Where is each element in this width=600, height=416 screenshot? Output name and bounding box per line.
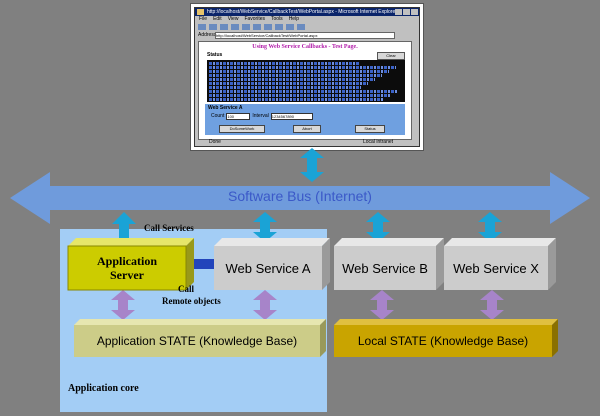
print-icon: [297, 24, 305, 30]
app-state-box: [74, 325, 320, 357]
status-textarea: [207, 60, 405, 102]
menu-help: Help: [288, 16, 299, 22]
minimize-icon: [395, 9, 402, 15]
ws-x-box: [444, 246, 548, 290]
search-icon: [253, 24, 261, 30]
web-service-a-panel: Web Service A Count 100 Interval 1234567…: [205, 104, 405, 135]
count-field: 100: [226, 113, 251, 120]
status-output-line: [209, 98, 384, 101]
history-icon: [275, 24, 283, 30]
web-service-a-title: Web Service A: [208, 105, 243, 111]
app-server-label: Application Server: [96, 254, 157, 282]
app-state-box-side: [320, 319, 326, 357]
status-output-line: [209, 78, 375, 81]
status-output-line: [209, 74, 382, 77]
close-icon: [411, 9, 418, 15]
browser-statusbar: Done Local intranet: [195, 138, 419, 146]
status-button: Status: [355, 125, 385, 133]
statusbar-done: Done: [209, 139, 221, 145]
refresh-icon: [231, 24, 239, 30]
ie-icon: [197, 9, 204, 15]
window-controls: [395, 9, 418, 15]
ws-a-box-side: [322, 238, 330, 290]
local-state-box: [334, 325, 552, 357]
call-annotation: Call: [178, 284, 195, 294]
statusbar-zone: Local intranet: [363, 139, 394, 145]
status-output-line: [209, 66, 396, 69]
app-state-box-top: [74, 319, 326, 325]
software-bus-arrow: [10, 172, 590, 224]
app-state-label: Application STATE (Knowledge Base): [96, 334, 298, 348]
browser-titlebar: http://localhost/WebService/CallbackTest…: [195, 8, 419, 16]
arrow-bus-ws-x: [478, 212, 502, 242]
ws-b-box-top: [334, 238, 444, 246]
forward-icon: [209, 24, 217, 30]
arrow-ws-b-state: [370, 290, 394, 320]
page-title: Using Web Service Callbacks - Test Page.: [252, 44, 358, 50]
menu-tools: Tools: [271, 16, 283, 22]
address-bar: Address http://localhost/WebService/Call…: [195, 31, 419, 39]
arrow-call-services: [112, 212, 136, 244]
ws-x-box-top: [444, 238, 556, 246]
arrow-screen-bus: [300, 148, 324, 182]
status-output-line: [209, 90, 398, 93]
ws-x-box-side: [548, 238, 556, 290]
app-server-box: [67, 245, 187, 291]
arrow-ws-x-state: [480, 290, 504, 320]
interval-field: 1234567890: [270, 113, 313, 120]
menu-favorites: Favorites: [244, 16, 265, 22]
menu-view: View: [227, 16, 239, 22]
call-services-annotation: Call Services: [144, 223, 194, 233]
menu-edit: Edit: [213, 16, 222, 22]
stop-icon: [220, 24, 228, 30]
browser-toolbar: [195, 23, 419, 31]
status-output-line: [209, 70, 389, 73]
arrow-bus-ws-a: [253, 212, 277, 242]
favorites-icon: [264, 24, 272, 30]
remote-objects-annotation: Remote objects: [162, 296, 221, 306]
status-output-line: [209, 82, 368, 85]
interval-label: Interval: [252, 113, 269, 119]
do-some-work-button: DoSomeWork: [219, 125, 265, 133]
ws-b-label: Web Service B: [342, 260, 428, 276]
clear-button: Clear: [377, 52, 405, 60]
local-state-label: Local STATE (Knowledge Base): [357, 334, 529, 348]
address-label: Address: [198, 32, 217, 38]
screenshot-frame: http://localhost/WebService/CallbackTest…: [190, 3, 424, 151]
web-page: Using Web Service Callbacks - Test Page.…: [198, 41, 412, 140]
arrow-bus-ws-b: [366, 212, 390, 242]
arrow-server-state: [111, 290, 135, 320]
local-state-box-side: [552, 319, 558, 357]
menu-file: File: [199, 16, 208, 22]
mail-icon: [286, 24, 294, 30]
browser-menubar: File Edit View Favorites Tools Help: [195, 16, 419, 23]
ws-a-box: [214, 246, 322, 290]
app-server-box-top: [68, 238, 194, 246]
arrow-ws-a-state: [253, 290, 277, 320]
ws-b-box-side: [436, 238, 444, 290]
browser-title: http://localhost/WebService/CallbackTest…: [207, 9, 397, 15]
address-field: http://localhost/WebService/CallbackTest…: [215, 32, 395, 39]
status-label: Status: [207, 52, 223, 58]
application-core-label: Application core: [68, 383, 139, 394]
status-output-line: [209, 62, 359, 65]
local-state-box-top: [334, 319, 558, 325]
maximize-icon: [403, 9, 410, 15]
ws-a-label: Web Service A: [225, 260, 311, 276]
abort-button: Abort: [293, 125, 321, 133]
count-label: Count: [211, 113, 225, 119]
ws-b-box: [334, 246, 436, 290]
ws-x-label: Web Service X: [453, 260, 539, 276]
status-output-line: [209, 94, 391, 97]
back-icon: [198, 24, 206, 30]
software-bus-label: Software Bus (Internet): [228, 188, 372, 204]
ws-a-box-top: [214, 238, 330, 246]
app-server-box-side: [186, 238, 194, 290]
browser-window: http://localhost/WebService/CallbackTest…: [194, 7, 420, 147]
web-service-a-fields: Count 100 Interval 1234567890: [211, 113, 313, 120]
status-output-line: [209, 86, 361, 89]
home-icon: [242, 24, 250, 30]
